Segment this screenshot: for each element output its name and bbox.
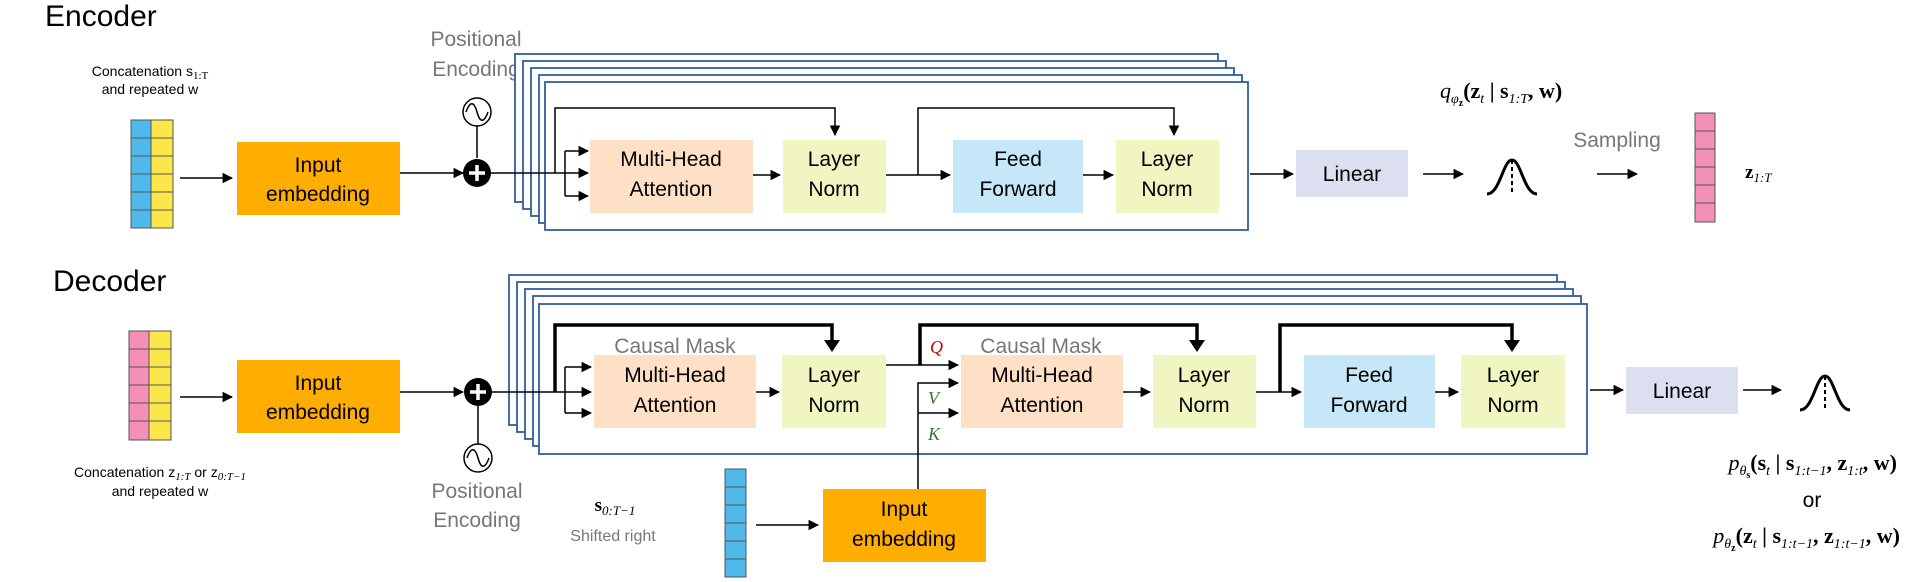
encoder-ff-label2: Forward: [979, 178, 1056, 201]
encoder-mha-label2: Attention: [630, 178, 713, 201]
encoder-multi-head-attention: [590, 140, 753, 213]
encoder-feed-forward: [953, 140, 1083, 213]
shifted-s-vector: [724, 468, 747, 578]
encoder-layer-norm-1: [783, 140, 886, 213]
shifted-embedding-label2: embedding: [852, 528, 956, 551]
decoder-input-caption-line1: Concatenation z1:T or z0:T−1: [74, 464, 246, 483]
decoder-likelihood-s: pθs(st | s1:t−1, z1:t, w): [1726, 450, 1897, 481]
encoder-linear: [1296, 150, 1408, 197]
latent-z-vector: [1694, 112, 1716, 223]
decoder-input-vector: [128, 330, 172, 441]
shifted-embedding-label1: Input: [881, 498, 928, 521]
decoder-arrow-v2: [917, 377, 960, 490]
decoder-residual-1-head: [824, 340, 840, 352]
decoder-residual-3-head: [1504, 340, 1520, 352]
encoder-linear-label: Linear: [1323, 163, 1381, 186]
shifted-s-label: s0:T−1: [595, 495, 636, 518]
encoder-title: Encoder: [45, 0, 157, 33]
shifted-right-label: Shifted right: [570, 528, 656, 545]
decoder-mha2-label2: Attention: [1001, 394, 1084, 417]
decoder-residual-3: [1278, 323, 1514, 392]
decoder-residual-1: [553, 323, 834, 392]
decoder-sine-icon: [463, 443, 493, 473]
decoder-layer-norm-3: [1461, 355, 1565, 428]
decoder-mha2-label1: Multi-Head: [991, 364, 1093, 387]
decoder-add-icon: [464, 378, 492, 406]
encoder-input-embedding-label1: Input: [295, 154, 342, 177]
encoder-mha-label1: Multi-Head: [620, 148, 722, 171]
decoder-v-label: V: [928, 388, 941, 408]
encoder-ln1-label1: Layer: [808, 148, 861, 171]
encoder-posterior-label: qφz(zt | s1:T, w): [1440, 78, 1562, 109]
encoder-input-embedding: [237, 142, 400, 215]
decoder-input-embedding: [237, 360, 400, 433]
shifted-input-embedding: [823, 489, 986, 562]
decoder-ln3-label1: Layer: [1487, 364, 1540, 387]
encoder-input-embedding-label2: embedding: [266, 183, 370, 206]
encoder-input-caption-line1: Concatenation s1:T: [92, 63, 209, 82]
encoder-positional-label2: Encoding: [432, 58, 520, 81]
decoder-positional-label1: Positional: [431, 480, 522, 503]
decoder-ln1-label1: Layer: [808, 364, 861, 387]
encoder-input-vector: [130, 119, 174, 229]
latent-z-label: z1:T: [1745, 162, 1772, 185]
encoder-input-caption-line2: and repeated w: [102, 81, 199, 97]
decoder-residual-2: [918, 323, 1199, 365]
decoder-or-text: or: [1803, 489, 1822, 512]
decoder-layer-norm-1: [782, 355, 886, 428]
decoder-gaussian-icon: [1799, 374, 1851, 412]
decoder-linear: [1626, 367, 1738, 414]
encoder-residual-2: [917, 107, 1180, 175]
decoder-positional-label2: Encoding: [433, 509, 521, 532]
decoder-input-caption-line2: and repeated w: [112, 483, 209, 499]
encoder-ff-label1: Feed: [994, 148, 1042, 171]
encoder-ln1-label2: Norm: [808, 178, 859, 201]
sampling-label: Sampling: [1573, 129, 1661, 152]
decoder-title: Decoder: [53, 265, 166, 298]
encoder-ln2-label2: Norm: [1141, 178, 1192, 201]
encoder-layer-norm-2: [1116, 140, 1219, 213]
decoder-layer-norm-2: [1153, 355, 1256, 428]
decoder-causal-mask-2: Causal Mask: [980, 335, 1102, 358]
decoder-ln1-label2: Norm: [808, 394, 859, 417]
gaussian-icon: [1486, 158, 1538, 196]
decoder-ln2-label1: Layer: [1178, 364, 1231, 387]
encoder-residual-1: [554, 107, 841, 173]
decoder-likelihood-z: pθz(zt | s1:t−1, z1:t−1, w): [1711, 523, 1900, 554]
decoder-residual-2-head: [1189, 340, 1205, 352]
decoder-ff-label1: Feed: [1345, 364, 1393, 387]
decoder-linear-label: Linear: [1653, 380, 1711, 403]
decoder-ln3-label2: Norm: [1487, 394, 1538, 417]
decoder-k-label: K: [927, 424, 941, 444]
decoder-ff-label2: Forward: [1330, 394, 1407, 417]
decoder-cross-attention: [961, 355, 1123, 428]
decoder-mha1-label2: Attention: [634, 394, 717, 417]
decoder-feed-forward: [1304, 355, 1435, 428]
decoder-input-embedding-label2: embedding: [266, 401, 370, 424]
decoder-mha1-label1: Multi-Head: [624, 364, 726, 387]
encoder-add-icon: [463, 159, 491, 187]
decoder-input-embedding-label1: Input: [295, 372, 342, 395]
decoder-masked-attention: [594, 355, 756, 428]
decoder-ln2-label2: Norm: [1178, 394, 1229, 417]
decoder-causal-mask-1: Causal Mask: [614, 335, 736, 358]
encoder-sine-icon: [462, 97, 492, 127]
encoder-positional-label1: Positional: [430, 28, 521, 51]
decoder-q-label: Q: [930, 337, 943, 357]
encoder-ln2-label1: Layer: [1141, 148, 1194, 171]
